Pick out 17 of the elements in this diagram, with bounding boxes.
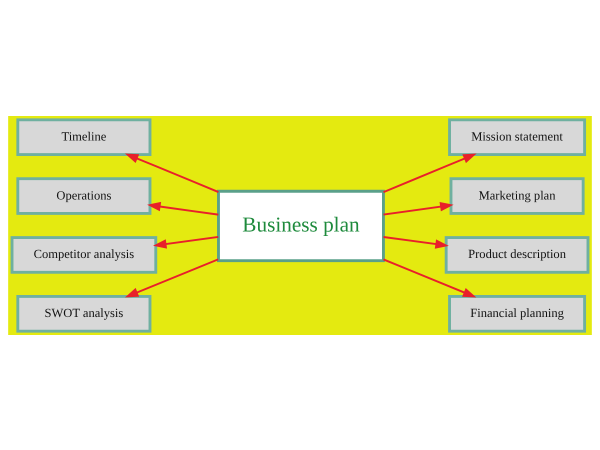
node-box: Mission statement (448, 118, 586, 156)
arrow (153, 236, 218, 248)
arrow (383, 201, 454, 216)
node-box: Competitor analysis (10, 236, 158, 274)
arrow (383, 236, 449, 248)
node-box: Financial planning (448, 294, 586, 332)
arrow (383, 153, 477, 193)
arrow (124, 258, 218, 297)
node-box: Business plan (217, 189, 385, 262)
arrow (383, 258, 476, 297)
node-box: Marketing plan (450, 176, 585, 214)
arrow (147, 201, 218, 216)
node-box: Product description (444, 236, 590, 274)
node-box: Timeline (16, 118, 152, 156)
node-box: SWOT analysis (16, 294, 152, 332)
arrow (124, 153, 219, 192)
node-box: Operations (16, 176, 152, 214)
